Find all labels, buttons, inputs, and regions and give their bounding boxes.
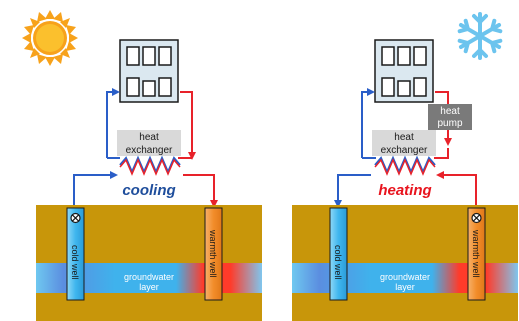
building-loop-pipes <box>361 88 452 159</box>
valve-icon <box>70 212 81 224</box>
cold-well <box>66 207 85 301</box>
building-icon <box>374 39 434 103</box>
exchanger-coil-blue <box>374 155 436 175</box>
heat-exchanger: heat exchanger <box>117 130 181 176</box>
groundwater-label-line2: layer <box>395 282 415 292</box>
heat-pump: heat pump <box>428 104 472 130</box>
groundwater-label-line1: groundwater <box>124 272 174 282</box>
warmth-well-label: warmth well <box>208 229 218 278</box>
warmth-well-label: warmth well <box>471 229 481 278</box>
left-panel: heat exchanger cooling groundwater layer… <box>22 10 262 321</box>
warmth-well <box>204 207 223 301</box>
cold-well <box>329 207 348 301</box>
building-loop-pipes <box>106 88 196 160</box>
heat-exchanger: heat exchanger <box>372 130 436 176</box>
mode-label: cooling <box>122 182 175 199</box>
exchanger-coil-red <box>374 158 436 176</box>
building-icon <box>119 39 179 103</box>
exchanger-coil-red <box>119 158 181 176</box>
heat-exchanger-line1: heat <box>139 132 159 143</box>
ground-loop-pipes <box>73 171 218 212</box>
right-panel: heat pump heat exchanger heating groundw… <box>292 12 518 321</box>
snowflake-icon <box>457 12 503 60</box>
heat-exchanger-line2: exchanger <box>126 145 173 156</box>
exchanger-coil-blue <box>119 155 181 175</box>
groundwater-label-line2: layer <box>139 282 159 292</box>
cold-well-label: cold well <box>70 245 80 280</box>
warmth-well <box>467 207 486 301</box>
heat-exchanger-line2: exchanger <box>381 145 428 156</box>
cold-well-label: cold well <box>333 245 343 280</box>
groundwater-label-line1: groundwater <box>380 272 430 282</box>
mode-label: heating <box>378 182 431 199</box>
sun-icon <box>22 10 78 66</box>
heat-pump-line2: pump <box>437 118 462 129</box>
valve-icon <box>471 212 482 224</box>
ground-loop-pipes <box>334 171 477 212</box>
heat-pump-line1: heat <box>440 106 460 117</box>
heat-exchanger-line1: heat <box>394 132 414 143</box>
